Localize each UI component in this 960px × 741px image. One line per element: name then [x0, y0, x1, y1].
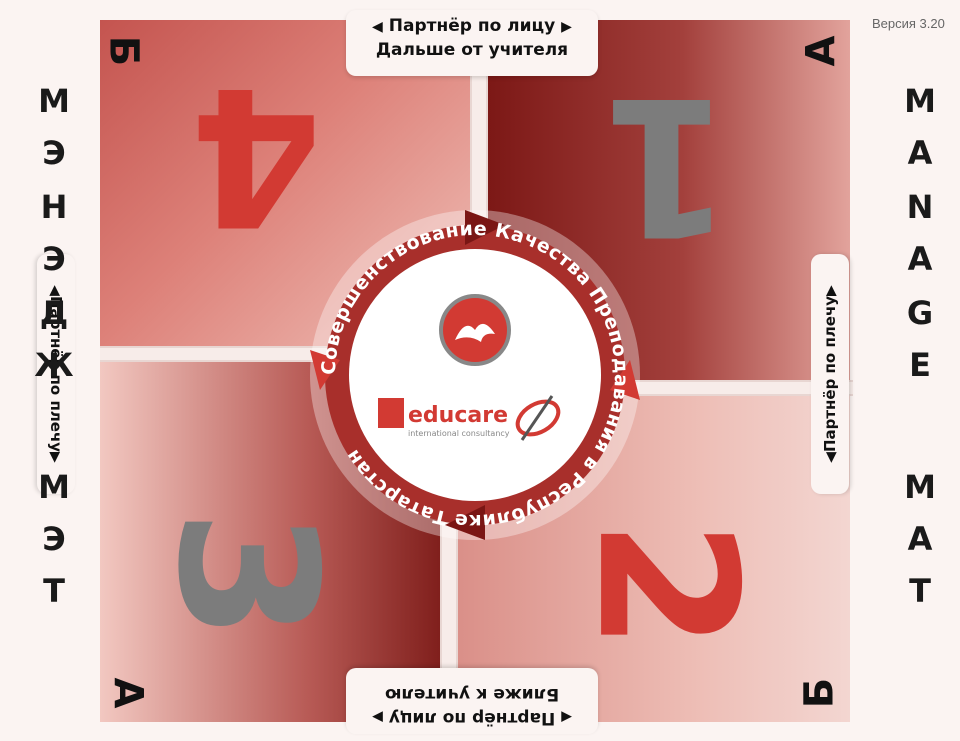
- arrow-left-icon: ◀: [823, 452, 839, 463]
- partner-logo-slash-icon: [520, 395, 554, 441]
- right-letter: A: [907, 520, 933, 558]
- arrow-right-icon: ▶: [823, 285, 839, 296]
- emblem-leopard-icon: [455, 323, 495, 342]
- right-letter: E: [909, 346, 931, 384]
- right-letter: T: [909, 572, 931, 610]
- right-letter: A: [907, 134, 933, 172]
- right-letter: A: [907, 240, 933, 278]
- left-letter: Ж: [34, 346, 74, 384]
- educare-logo-text: educare: [408, 403, 508, 428]
- center-ring: Совершенствование Качества Преподавания …: [310, 210, 640, 540]
- right-letter: N: [906, 188, 934, 226]
- left-letter: Т: [43, 572, 65, 610]
- right-label-text: Партнёр по плечу: [821, 295, 839, 453]
- left-letter: Н: [40, 188, 68, 226]
- educare-logo-subtext: international consultancy: [408, 429, 510, 438]
- arrow-right-icon: ▶: [47, 452, 63, 463]
- top-partner-label: ◀ Партнёр по лицу ▶ Дальше от учителя: [346, 10, 598, 76]
- left-letter: Д: [39, 294, 69, 332]
- arrow-left-icon: ◀: [372, 19, 383, 35]
- left-letter: М: [38, 82, 70, 120]
- right-letter: M: [904, 468, 936, 506]
- right-column: [850, 0, 960, 741]
- bottom-label-line2: Ближе к учителю: [384, 684, 560, 704]
- left-letter: Э: [42, 240, 66, 278]
- ring-arrow-icon: [310, 350, 340, 390]
- bottom-partner-label: ◀ Партнёр по лицу ▶ Ближе к учителю: [346, 668, 598, 734]
- top-label-line2: Дальше от учителя: [375, 40, 569, 60]
- partner-logo-icon: [515, 399, 561, 437]
- arrow-right-icon: ▶: [372, 709, 383, 725]
- left-letter: Э: [42, 134, 66, 172]
- corner-letter-q1: А: [798, 35, 845, 67]
- left-letter: М: [38, 468, 70, 506]
- ring-arrow-icon: [465, 210, 505, 245]
- bottom-label-line1: Партнёр по лицу: [388, 708, 556, 728]
- left-letter: Э: [42, 520, 66, 558]
- version-label: Версия 3.20: [872, 16, 945, 31]
- right-letter: G: [906, 294, 934, 332]
- arrow-left-icon: ◀: [561, 709, 572, 725]
- right-partner-label: ◀Партнёр по плечу▶: [811, 254, 849, 494]
- corner-letter-q3: А: [104, 677, 151, 709]
- corner-letter-q2: Б: [796, 677, 843, 709]
- corner-letter-q4: Б: [100, 35, 147, 67]
- ring-inner: [349, 249, 601, 501]
- educare-logo-icon: [378, 398, 404, 428]
- ring-arrow-icon: [610, 360, 640, 400]
- ring-arrow-icon: [445, 505, 485, 540]
- top-label-line1: Партнёр по лицу: [388, 16, 556, 36]
- right-letter: M: [904, 82, 936, 120]
- arrow-right-icon: ▶: [561, 19, 572, 35]
